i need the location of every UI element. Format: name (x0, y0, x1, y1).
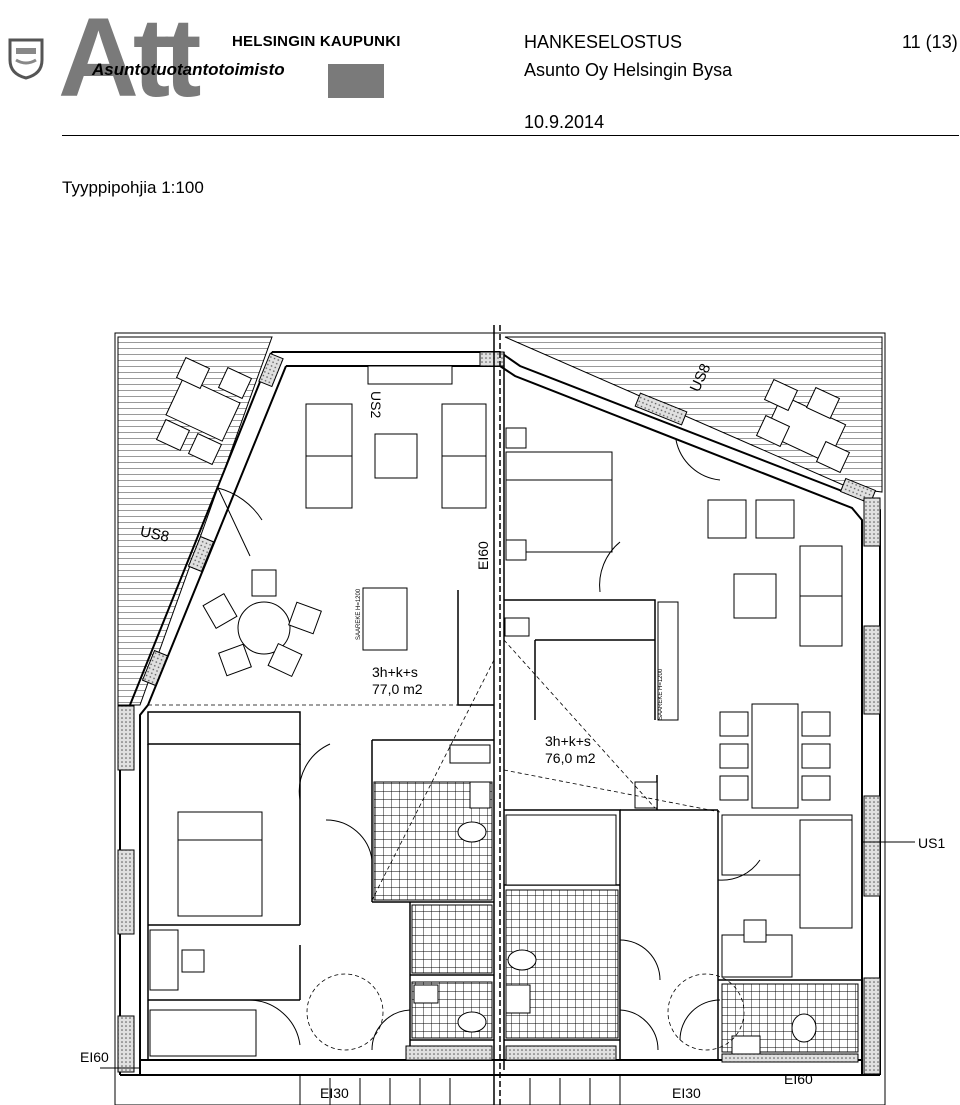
company-name: Asunto Oy Helsingin Bysa (524, 60, 733, 80)
label-ei60-center: EI60 (475, 541, 491, 570)
balcony-right (504, 336, 883, 493)
label-saareke-left: SAAREKE H=1200 (356, 588, 362, 640)
outer-frame (114, 332, 886, 1105)
page-number: 11 (13) (902, 32, 958, 52)
apartment-left-type: 3h+k+s (372, 664, 418, 680)
label-us2: US2 (368, 391, 384, 418)
balcony-furniture (155, 356, 851, 474)
att-logo: Att (58, 4, 384, 100)
label-ei60-left: EI60 (80, 1049, 109, 1065)
logo-letters: Att (58, 4, 200, 100)
party-wall (493, 325, 505, 1105)
office-name: Asuntotuotantotoimisto (92, 60, 285, 79)
window-blocks (117, 351, 881, 1075)
apartment-left-area: 77,0 m2 (372, 681, 423, 697)
dashed-clearances (148, 639, 745, 1051)
door-swings (217, 439, 761, 1051)
label-us1: US1 (918, 835, 945, 851)
city-name: HELSINGIN KAUPUNKI (232, 33, 401, 50)
furniture-left (202, 365, 487, 678)
floor-plan: 3h+k+s 77,0 m2 3h+k+s 76,0 m2 US8 US8 US… (80, 325, 945, 1105)
furniture-right (505, 427, 843, 809)
apartment-right-area: 76,0 m2 (545, 750, 596, 766)
label-ei30-right: EI30 (672, 1085, 701, 1101)
label-ei30-left: EI30 (320, 1085, 349, 1101)
label-us8-left: US8 (139, 523, 171, 546)
document-date: 10.9.2014 (524, 112, 605, 132)
sanitary-fixtures (413, 781, 853, 1057)
beds (149, 451, 853, 1057)
corridor-lines (100, 841, 915, 1105)
header-divider (62, 135, 959, 136)
balcony-left (117, 336, 273, 706)
apartment-right-type: 3h+k+s (545, 733, 591, 749)
document-type: HANKESELOSTUS (524, 32, 683, 52)
label-ei60-bottom: EI60 (784, 1071, 813, 1087)
helsinki-crest-icon (8, 38, 44, 80)
page-subtitle: Tyyppipohjia 1:100 (62, 178, 204, 197)
label-saareke-right: SAAREKE H=1200 (658, 668, 664, 720)
